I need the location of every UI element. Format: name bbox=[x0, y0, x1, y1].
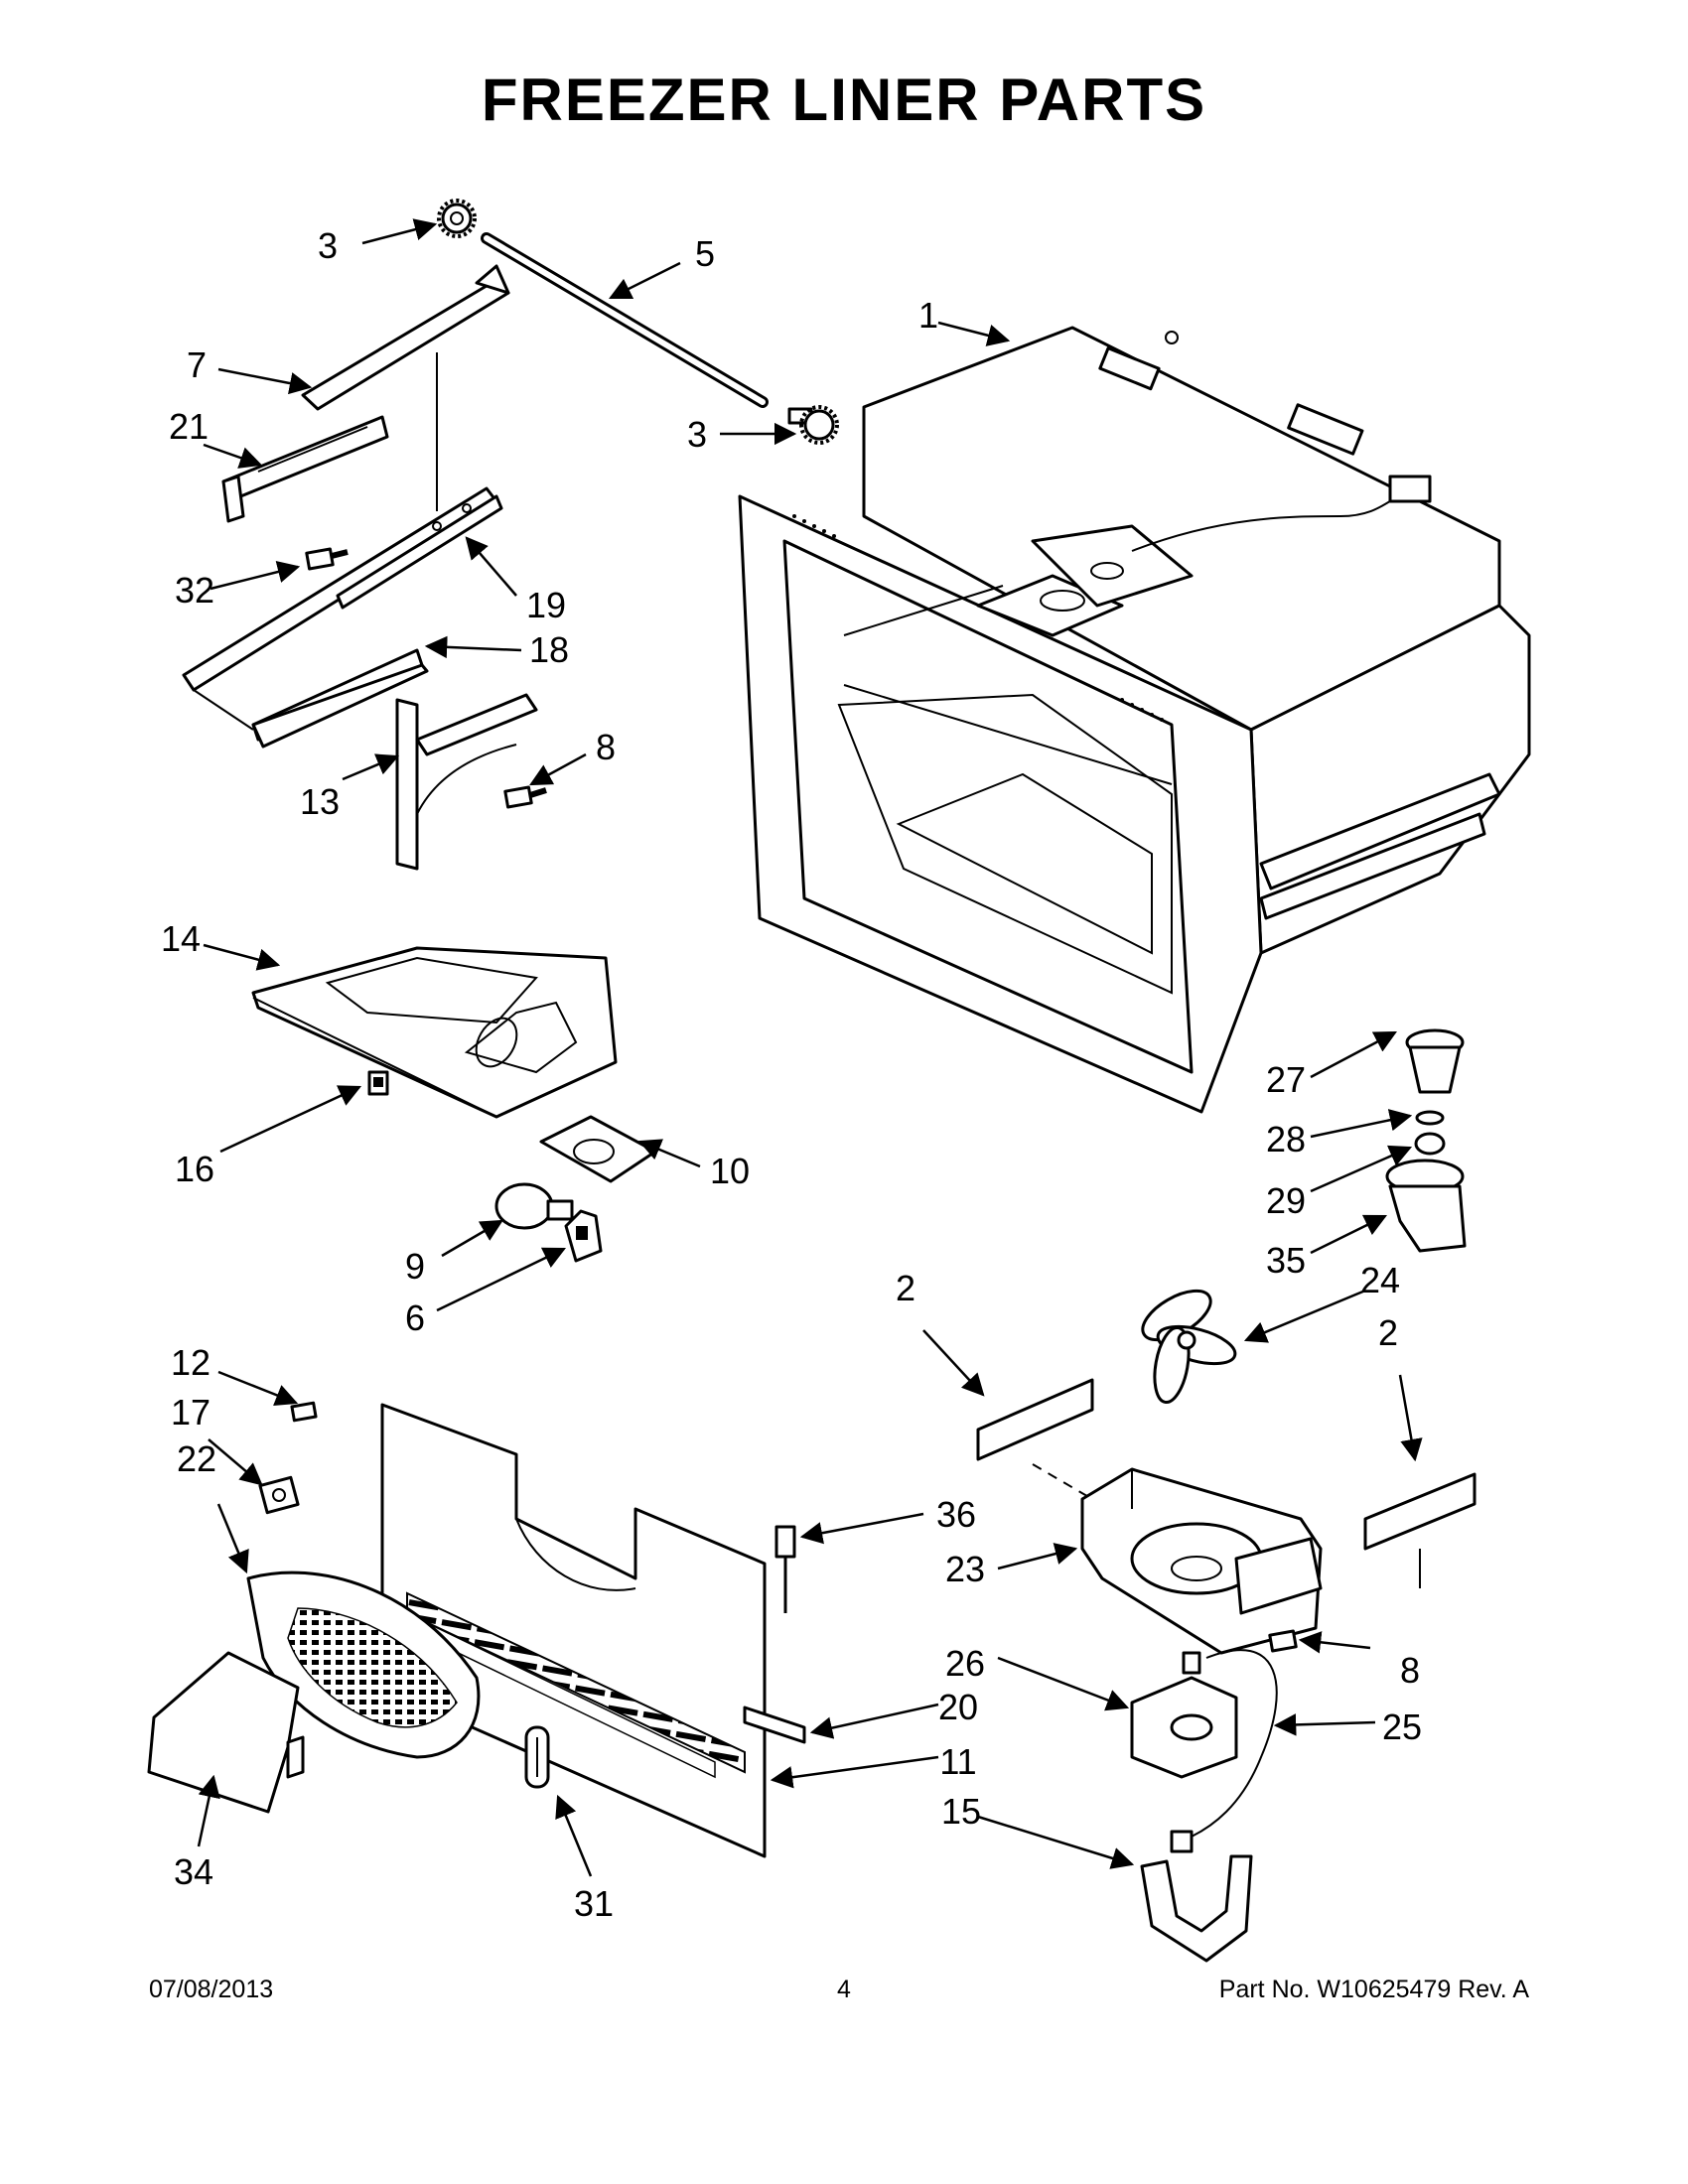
part-16-switch bbox=[367, 1070, 389, 1096]
callout-19: 19 bbox=[526, 585, 566, 625]
footer-page-number: 4 bbox=[837, 1976, 851, 2003]
callout-25: 25 bbox=[1382, 1706, 1422, 1747]
callout-2-left: 2 bbox=[896, 1268, 915, 1308]
part-27-cap bbox=[1405, 1028, 1465, 1094]
part-28-ring bbox=[1415, 1110, 1445, 1126]
callout-1: 1 bbox=[918, 295, 938, 336]
part-24-fan-blade bbox=[1141, 1289, 1237, 1405]
callout-8-bottom: 8 bbox=[1400, 1650, 1420, 1691]
part-2-foam-pad-left bbox=[976, 1378, 1094, 1461]
part-1-freezer-liner bbox=[738, 326, 1531, 1114]
part-8-screw-top bbox=[503, 785, 547, 809]
callout-20: 20 bbox=[938, 1687, 978, 1727]
callout-12: 12 bbox=[171, 1342, 211, 1383]
part-14-shroud bbox=[251, 946, 618, 1119]
callout-23: 23 bbox=[945, 1549, 985, 1589]
callout-21: 21 bbox=[169, 406, 209, 447]
part-9-light-bulb bbox=[494, 1182, 574, 1230]
part-20-foam-strip bbox=[743, 1706, 806, 1744]
callout-34: 34 bbox=[174, 1851, 213, 1892]
footer-part-number: Part No. W10625479 Rev. A bbox=[1218, 1976, 1529, 2003]
part-13-bracket bbox=[395, 693, 538, 871]
part-21-slide-bracket bbox=[221, 415, 389, 523]
callout-16: 16 bbox=[175, 1149, 214, 1189]
part-23-fan-housing bbox=[1080, 1467, 1323, 1655]
callout-32: 32 bbox=[175, 570, 214, 611]
part-19-slide-rail bbox=[182, 486, 503, 692]
footer-date: 07/08/2013 bbox=[149, 1976, 274, 2003]
page-title: FREEZER LINER PARTS bbox=[481, 67, 1207, 133]
part-2-foam-pad-right bbox=[1363, 1472, 1477, 1551]
callout-36: 36 bbox=[936, 1494, 976, 1535]
part-6-socket bbox=[564, 1209, 603, 1263]
callout-15: 15 bbox=[941, 1791, 981, 1832]
part-17-connector bbox=[258, 1475, 300, 1515]
part-32-screw bbox=[305, 547, 349, 571]
part-3-gear-top bbox=[437, 199, 477, 238]
callout-29: 29 bbox=[1266, 1180, 1306, 1221]
callout-22: 22 bbox=[177, 1438, 216, 1479]
callout-17: 17 bbox=[171, 1392, 211, 1433]
part-3-gear-bottom bbox=[787, 405, 839, 445]
callout-24: 24 bbox=[1360, 1260, 1400, 1300]
part-5-rod bbox=[481, 232, 769, 408]
part-34-cover bbox=[147, 1651, 305, 1814]
callout-28: 28 bbox=[1266, 1119, 1306, 1160]
callout-31: 31 bbox=[574, 1883, 614, 1924]
callout-8-top: 8 bbox=[596, 727, 616, 767]
callout-7: 7 bbox=[187, 344, 207, 385]
callout-6: 6 bbox=[405, 1297, 425, 1338]
part-11-rear-panel bbox=[380, 1403, 767, 1858]
part-29-collar bbox=[1414, 1132, 1446, 1156]
part-26-fan-motor bbox=[1130, 1651, 1238, 1779]
callout-3-top: 3 bbox=[318, 225, 338, 266]
callout-labels: 3 5 7 21 3 1 32 19 18 8 13 14 16 10 27 2… bbox=[161, 225, 1422, 1924]
callout-35: 35 bbox=[1266, 1240, 1306, 1281]
part-22-grille bbox=[246, 1570, 481, 1759]
callout-18: 18 bbox=[529, 629, 569, 670]
callout-3-bottom: 3 bbox=[687, 414, 707, 455]
part-12-screw bbox=[290, 1401, 318, 1423]
callout-14: 14 bbox=[161, 918, 201, 959]
part-25-wire bbox=[1191, 1649, 1278, 1838]
callout-13: 13 bbox=[300, 781, 340, 822]
callout-11: 11 bbox=[939, 1741, 976, 1782]
part-10-label bbox=[539, 1115, 657, 1183]
callout-26: 26 bbox=[945, 1643, 985, 1684]
part-8-screw-bottom bbox=[1268, 1629, 1298, 1653]
part-7-rail-cover bbox=[301, 264, 510, 411]
part-36-probe bbox=[774, 1525, 796, 1613]
part-35-duct bbox=[1385, 1159, 1467, 1253]
callout-5: 5 bbox=[695, 233, 715, 274]
leader-lines bbox=[197, 218, 1423, 1877]
part-15-motor-bracket bbox=[1140, 1830, 1253, 1963]
part-31-clip bbox=[524, 1725, 550, 1789]
callout-27: 27 bbox=[1266, 1059, 1306, 1100]
callout-10: 10 bbox=[710, 1151, 750, 1191]
callout-9: 9 bbox=[405, 1246, 425, 1287]
part-18-slide-rail-lower bbox=[193, 648, 429, 749]
callout-2-right: 2 bbox=[1378, 1312, 1398, 1353]
